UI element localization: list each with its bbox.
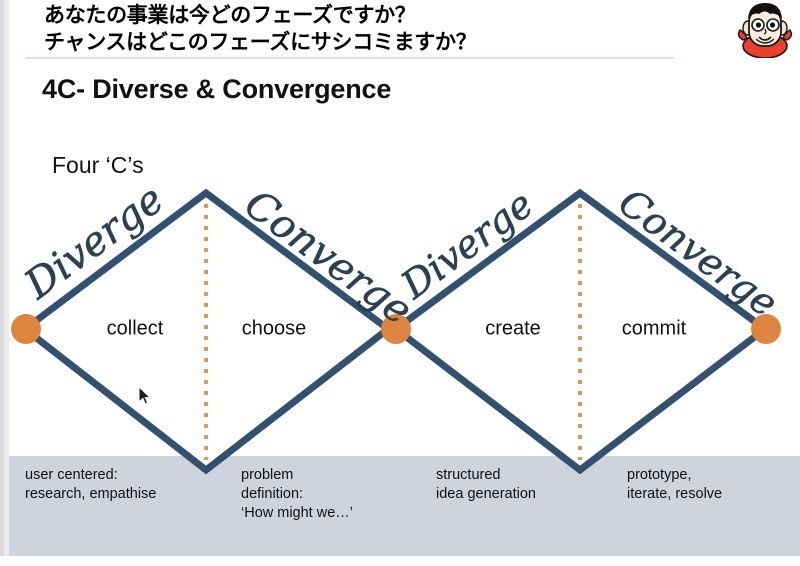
left-gutter-inner xyxy=(4,0,9,566)
caption-choose: problem definition: ‘How might we…’ xyxy=(241,467,353,521)
caption-create: structured idea generation xyxy=(436,467,536,502)
phase-label-create: create xyxy=(485,317,541,340)
phase-label-choose: choose xyxy=(241,317,307,340)
mouse-cursor xyxy=(138,386,152,405)
caption-collect: user centered: research, empathise xyxy=(25,467,157,502)
japanese-header: あなたの事業は今どのフェーズですか？ チャンスはどこのフェーズにサシコミますか？ xyxy=(44,2,744,56)
caption-commit: prototype, iterate, resolve xyxy=(627,467,723,502)
japanese-header-line-1: あなたの事業は今どのフェーズですか？ xyxy=(44,4,416,27)
header-divider-rule xyxy=(26,57,674,59)
left-gutter-strip xyxy=(0,0,9,566)
japanese-header-line-2: チャンスはどこのフェーズにサシコミますか？ xyxy=(44,31,477,54)
node-dot-middle xyxy=(381,314,411,344)
double-diamond-diagram: Diverge Converge Diverge Converge xyxy=(11,176,786,475)
node-dot-start xyxy=(11,314,41,344)
phase-label-collect: collect xyxy=(106,317,164,340)
bottom-white-strip xyxy=(0,556,800,566)
cartoon-presenter-avatar-icon xyxy=(737,3,793,58)
page-title: 4C- Diverse & Convergence xyxy=(42,74,392,104)
phase-label-commit: commit xyxy=(621,317,687,340)
node-dot-end xyxy=(751,314,781,344)
diagram-subtitle: Four ‘C’s xyxy=(52,152,144,178)
caption-band xyxy=(9,456,800,556)
